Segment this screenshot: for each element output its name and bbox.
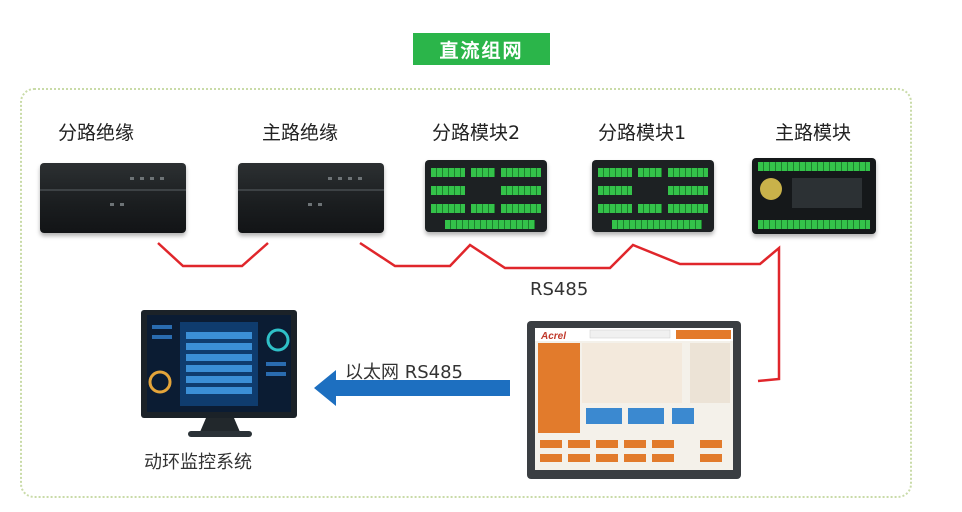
monitoring-system-label: 动环监控系统 <box>144 452 252 473</box>
network-boundary <box>20 88 912 498</box>
main-insulation-device <box>238 163 384 233</box>
hmi-touch-panel <box>527 321 741 479</box>
rs485-wire-bus <box>359 241 781 383</box>
rs485-wire-insulation <box>157 242 269 268</box>
branch-module-2-device <box>425 160 547 232</box>
branch-module-1-device <box>592 160 714 232</box>
monitor-display <box>141 310 297 437</box>
label-branch-module-1: 分路模块1 <box>598 122 687 144</box>
label-branch-insulation: 分路绝缘 <box>58 122 135 144</box>
ethernet-link-label: 以太网 RS485 <box>345 362 464 383</box>
hmi-brand-logo: Acrel <box>540 331 566 342</box>
label-branch-module-2: 分路模块2 <box>432 122 521 144</box>
main-module-device <box>752 158 876 234</box>
rs485-bus-label: RS485 <box>530 279 589 300</box>
branch-insulation-device <box>40 163 186 233</box>
label-main-insulation: 主路绝缘 <box>262 122 339 144</box>
label-main-module: 主路模块 <box>775 122 852 144</box>
diagram-title: 直流组网 <box>413 33 550 65</box>
ethernet-arrow <box>314 370 510 406</box>
